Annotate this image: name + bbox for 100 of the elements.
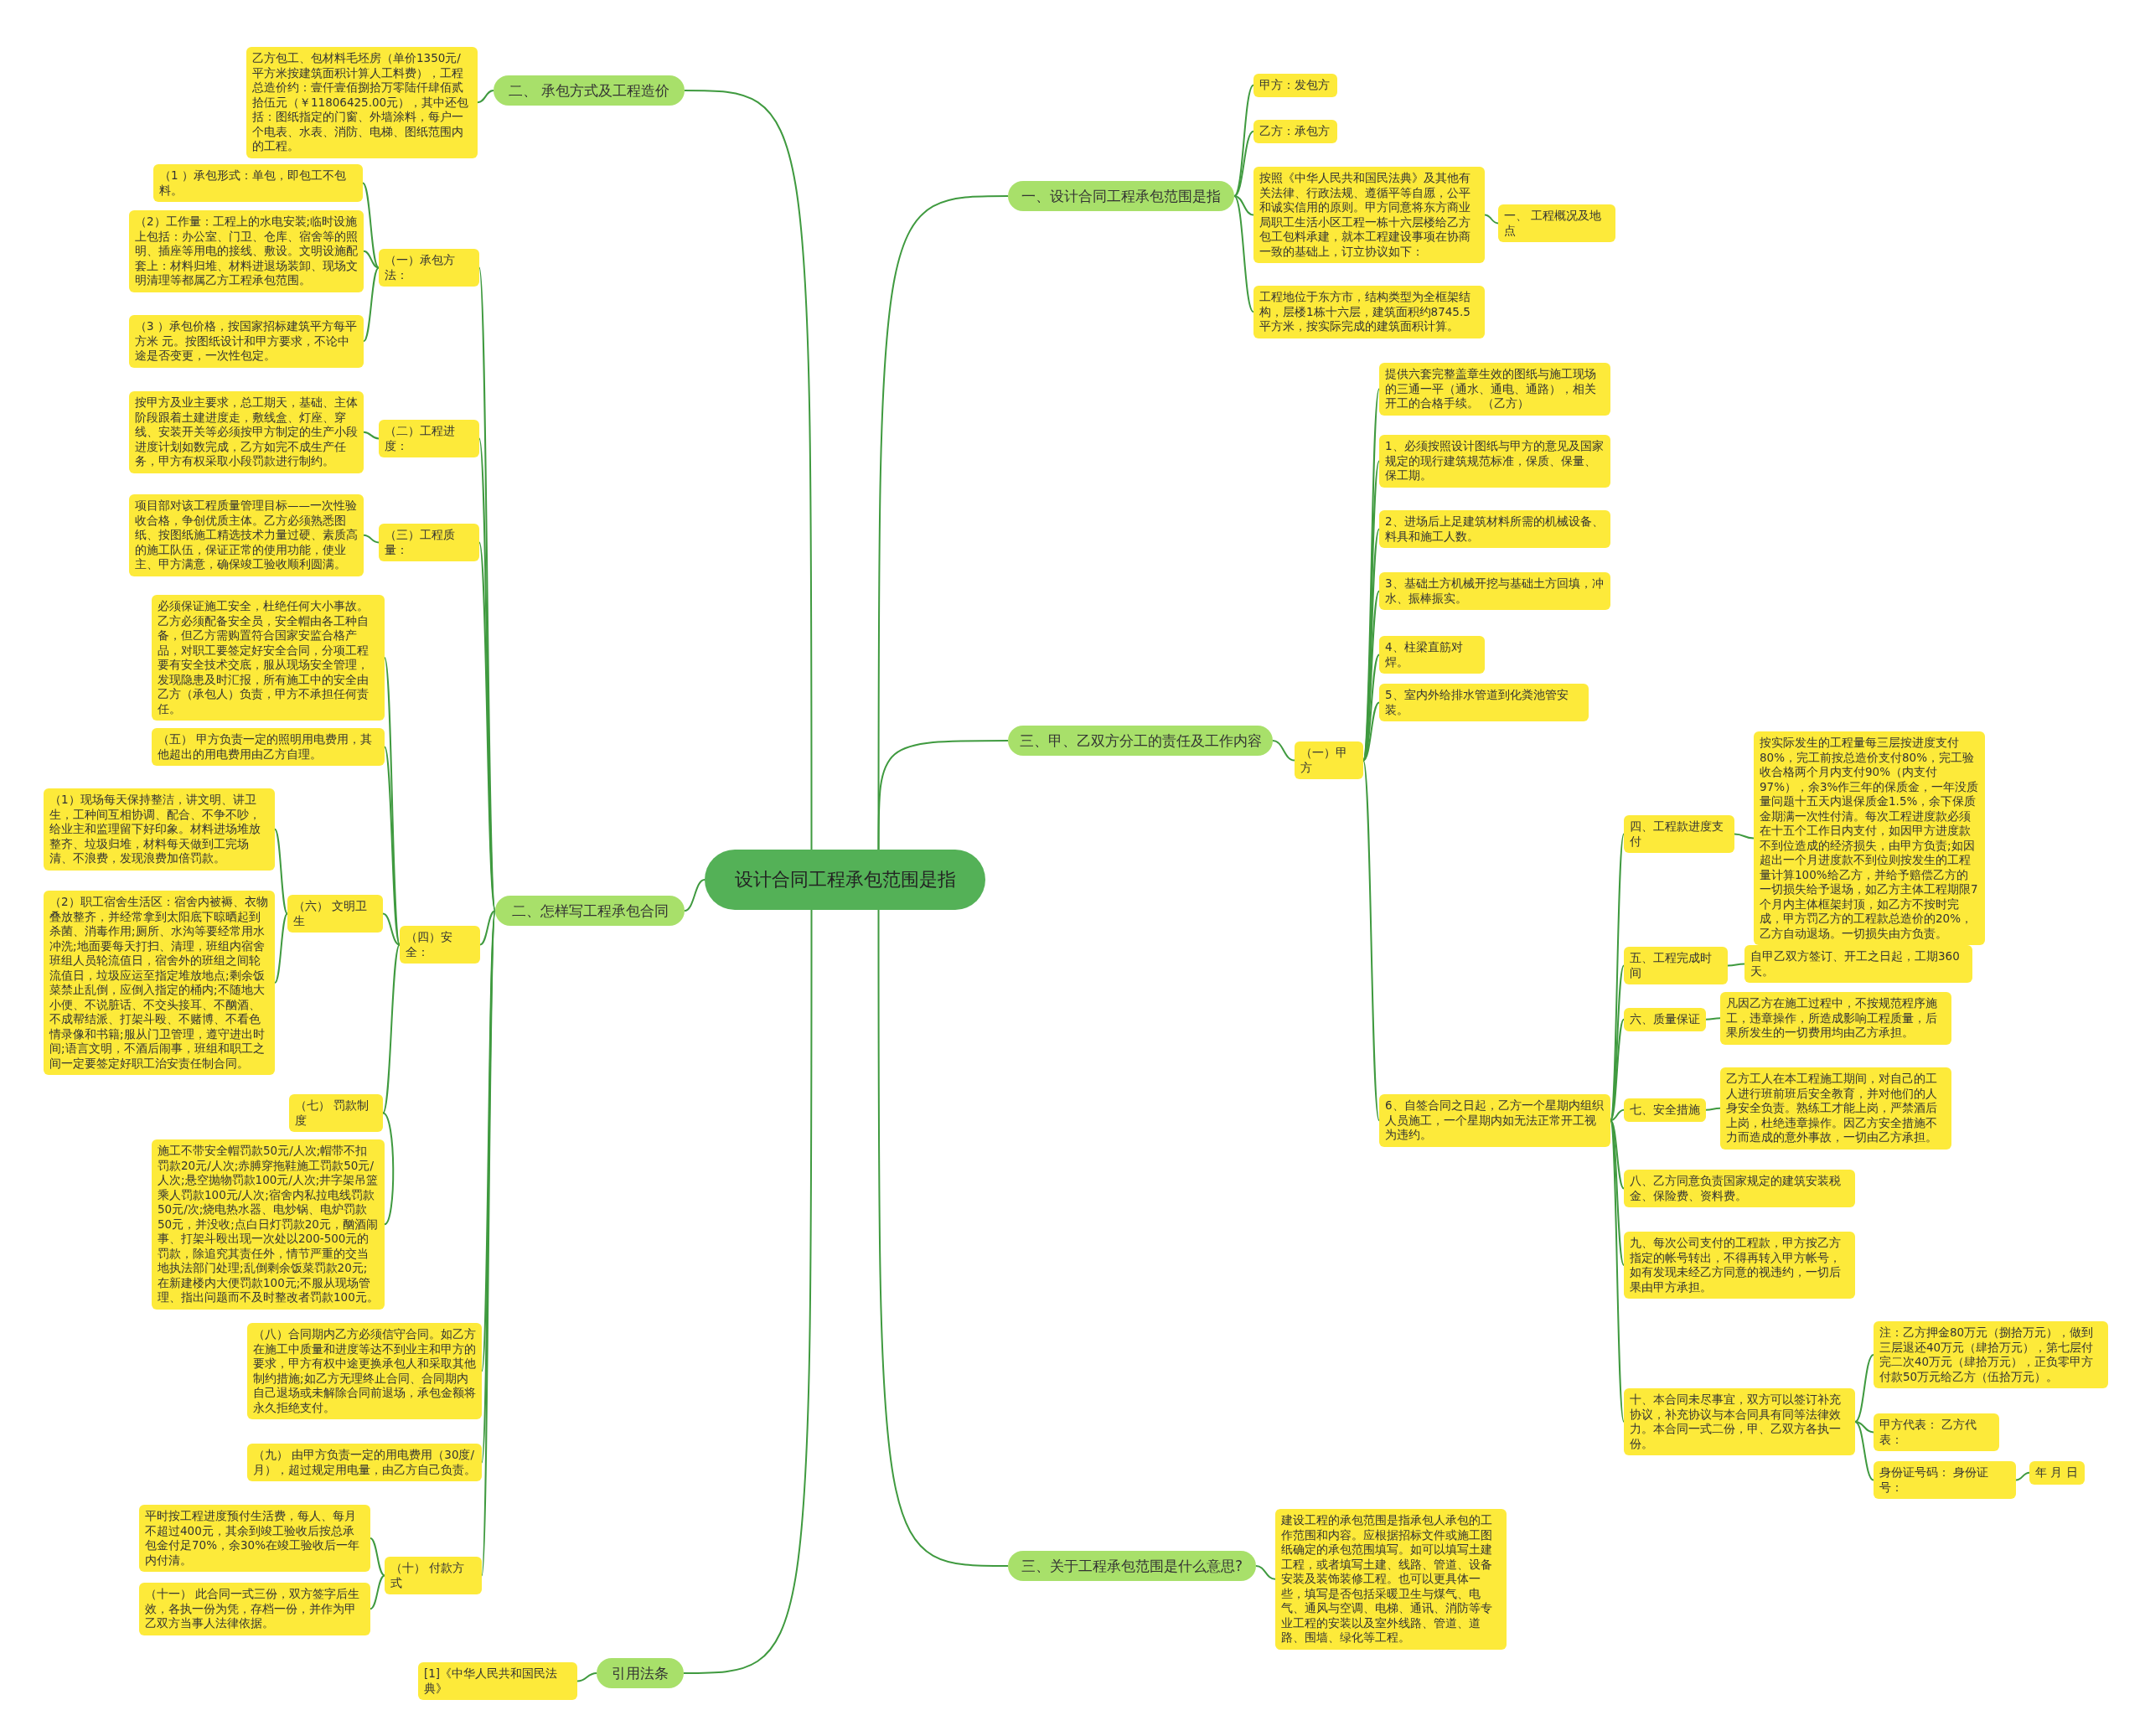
branch-topic: 一、设计合同工程承包范围是指 <box>1008 181 1234 211</box>
note-box: 甲方：发包方 <box>1253 74 1337 97</box>
connector-line <box>478 541 496 912</box>
connector-line <box>384 746 401 946</box>
note-box: 七、安全措施 <box>1624 1098 1706 1122</box>
branch-topic: 三、关于工程承包范围是什么意思? <box>1008 1551 1256 1581</box>
note-box: 按照《中华人民共和国民法典》及其他有关法律、行政法规、遵循平等自愿，公平和诚实信用的原则。甲方同意将东方商业局职工生活小区工程一栋十六层楼给乙方包工包料承建，就本工程建设事项在协商一致的基础上，订立协议如下： <box>1253 167 1485 263</box>
connector-line <box>477 90 494 104</box>
note-box: 项目部对该工程质量管理目标——一次性验收合格，争创优质主体。乙方必须熟悉图纸、按图纸施工精选技术力量过硬、素质高的施工队伍，保证正常的使用功能，使业主、甲方满意，确保竣工验收顺利圆满。 <box>129 494 364 576</box>
connector-line <box>1272 740 1295 762</box>
note-box: 乙方包工、包材料毛坯房（单价1350元/平方米按建筑面积计算人工料费），工程总造价约：壹仟壹佰捌拾万零陆仟肆佰贰拾伍元（￥11806425.00元），其中还包括：图纸指定的门窗、外墙涂料，每户一个电表、水表、消防、电梯、图纸范围内的工程。 <box>246 47 478 158</box>
note-box: [1]《中华人民共和国民法典》 <box>418 1662 577 1700</box>
connector-line <box>382 1112 395 1226</box>
note-box: 四、工程款进度支付 <box>1624 815 1734 853</box>
connector-line <box>877 740 1009 850</box>
note-box: （十一） 此合同一式三份，双方签字后生效，各执一份为凭，存档一份，并作为甲乙双方当事人法律依据。 <box>139 1583 370 1635</box>
note-box: （六） 文明卫生 <box>287 895 383 933</box>
connector-line <box>363 431 380 440</box>
note-box: 平时按工程进度预付生活费，每人、每月不超过400元，其余到竣工验收后按总承包金付足70%，余30%在竣工验收后一年内付清。 <box>139 1505 370 1572</box>
connector-line <box>1854 1421 1874 1434</box>
connector-line <box>382 912 401 946</box>
connector-line <box>1854 1354 1874 1423</box>
note-box: 注：乙方押金80万元（捌拾万元），做到三层退还40万元（肆拾万元），第七层付完二次40万元（肆拾万元），正负零甲方付款50万元给乙方（伍拾万元）。 <box>1874 1321 2108 1388</box>
note-box: 2、进场后上足建筑材料所需的机械设备、料具和施工人数。 <box>1379 510 1610 548</box>
note-box: 凡因乙方在施工过程中，不按规范程序施工，违章操作，所造成影响工程质量，后果所发生的一切费用均由乙方承担。 <box>1720 992 1951 1045</box>
connector-line <box>1233 195 1254 313</box>
connector-line <box>1610 1119 1625 1266</box>
note-box: 年 月 日 <box>2029 1461 2085 1485</box>
note-box: 5、室内外给排水管道到化粪池管安装。 <box>1379 684 1589 721</box>
note-box: （五） 甲方负责一定的照明用电费用，其他超出的用电费用由乙方自理。 <box>152 728 385 766</box>
note-box: 6、自签合同之日起，乙方一个星期内组织人员施工，一个星期内如无法正常开工视为违约。 <box>1379 1094 1610 1147</box>
connector-line <box>1484 214 1499 225</box>
note-box: 提供六套完整盖章生效的图纸与施工现场的三通一平（通水、通电、通路），相关开工的合格手续。 （乙方） <box>1379 363 1610 416</box>
connector-line <box>1610 1119 1625 1190</box>
note-box: 乙方工人在本工程施工期间，对自己的工人进行班前班后安全教育，并对他们的人身安全负责。熟练工才能上岗，严禁酒后上岗，杜绝违章操作。因乙方安全措施不力而造成的意外事故，一切由乙方承担。 <box>1720 1067 1951 1150</box>
note-box: 1、必须按照设计图纸与甲方的意见及国家规定的现行建筑规范标准，保质、保量、保工期。 <box>1379 435 1610 488</box>
connector-line <box>1610 1108 1625 1122</box>
note-box: 身份证号码： 身份证号： <box>1874 1461 2016 1499</box>
connector-line <box>1610 1018 1625 1122</box>
connector-line <box>370 1574 385 1610</box>
note-box: （一）甲方 <box>1295 741 1363 779</box>
branch-topic: 二、 承包方式及工程造价 <box>494 75 685 106</box>
note-box: 自甲乙双方签订、开工之日起，工期360天。 <box>1744 945 1972 983</box>
note-box: 甲方代表： 乙方代表： <box>1874 1413 1999 1451</box>
note-box: 施工不带安全帽罚款50元/人次;帽带不扣罚款20元/人次;赤膊穿拖鞋施工罚款50元/人次;悬空抛物罚款100元/人次;井字架吊篮乘人罚款100元/人次;宿舍内私拉电线罚款50元/次;烧电热水器、电炒锅、电炉罚款50元，并没收;点白日灯罚款20元，酗酒闹事、打架斗殴出现一次处以200-500元的罚款，除追究其责任外，情节严重的交当地执法部门处理;乱倒剩余饭菜罚款20元;在新建楼内大便罚款100元;不服从现场管理、指出问题而不及时整改者罚款100元。 <box>152 1139 385 1310</box>
connector-line <box>1255 1565 1276 1580</box>
branch-topic: 二、怎样写工程承包合同 <box>495 896 685 926</box>
note-box: （十） 付款方式 <box>385 1557 482 1594</box>
note-box: 按实际发生的工程量每三层按进度支付80%，完工前按总造价支付80%，完工验收合格两个月内支付90%（内支付97%），余3%作三年的保质金，一年没质量问题十五天内退保质金1.5%，余下保质金期满一次性付清。每次工程进度款必须在十五个工作日内支付，如因甲方进度款不到位造成的经济损失，由甲方负责;如因超出一个月进度款不到位则按发生的工程量计算100%给乙方，并给予赔偿乙方的一切损失给予退场，如乙方主体工程期限7个月内主体框架封顶，如乙方不按时完成，甲方罚乙方的工程款总造价的20%，乙方自动退场。一切损失由方负责。 <box>1754 731 1985 945</box>
note-box: 按甲方及业主要求，总工期天，基础、主体阶段跟着土建进度走，敷线盒、灯座、穿线、安装开关等必须按甲方制定的生产小段进度计划如数完成，乙方如完不成生产任务，甲方有权采取小段罚款进行制约。 <box>129 391 364 473</box>
connector-line <box>1727 963 1745 967</box>
note-box: （八）合同期内乙方必须信守合同。如乙方在施工中质量和进度等达不到业主和甲方的要求，甲方有权中途更换承包人和采取其他制约措施;如乙方无理终止合同、合同期内自己退场或未解除合同前退场，承包金额将永久拒绝支付。 <box>247 1323 482 1419</box>
connector-line <box>1233 195 1254 216</box>
note-box: （2）职工宿舍生活区：宿舍内被褥、衣物叠放整齐，并经常拿到太阳底下晾晒起到杀菌、消毒作用;厕所、水沟等要经常用水冲洗;地面要每天打扫、清理，班组内宿舍班组人员轮流值日，宿舍外的班组之间轮流值日，垃圾应运至指定堆放地点;剩余饭菜禁止乱倒，应倒入指定的桶内;不随地大小便、不说脏话、不交头接耳、不酗酒、不成帮结派、打架斗殴、不赌博、不看色情录像和书籍;服从门卫管理，遵守进出时间;语言文明，不酒后闹事，班组和职工之间一定要签定好职工治安责任制合同。 <box>44 891 275 1075</box>
connector-line <box>877 195 1009 850</box>
connector-line <box>362 182 380 269</box>
branch-topic: 三、甲、乙双方分工的责任及工作内容 <box>1008 726 1273 756</box>
connector-line <box>363 534 380 544</box>
central-topic: 设计合同工程承包范围是指 <box>705 850 985 910</box>
connector-line <box>1705 1107 1721 1111</box>
note-box: （一）承包方法： <box>379 249 479 287</box>
note-box: 九、每次公司支付的工程款，甲方按乙方指定的帐号转出，不得再转入甲方帐号，如有发现未经乙方同意的视违约，一切后果由甲方承担。 <box>1624 1232 1855 1299</box>
connector-line <box>684 879 706 912</box>
note-box: 五、工程完成时间 <box>1624 947 1728 984</box>
connector-line <box>274 828 288 915</box>
note-box: （三）工程质量： <box>379 524 479 561</box>
note-box: 工程地位于东方市，结构类型为全框架结构，层楼1栋十六层，建筑面积约8745.5平方米，按实际完成的建筑面积计算。 <box>1253 286 1485 338</box>
note-box: 4、柱梁直筋对焊。 <box>1379 636 1485 674</box>
note-box: 一、 工程概况及地点 <box>1498 204 1615 242</box>
note-box: 建设工程的承包范围是指承包人承包的工作范围和内容。应根据招标文件或施工图纸确定的承包范围填写。如可以填写土建工程，或者填写土建、线路、管道、设备安装及装饰装修工程。也可以更具体一些，填写是否包括采暖卫生与煤气、电气、通风与空调、电梯、通讯、消防等专业工程的安装以及室外线路、管道、道路、围墙、绿化等工程。 <box>1275 1509 1507 1650</box>
note-box: 乙方：承包方 <box>1253 120 1337 143</box>
connector-line <box>363 250 380 269</box>
connector-line <box>683 909 813 1674</box>
connector-line <box>363 266 380 343</box>
note-box: （九） 由甲方负责一定的用电费用（30度/月），超过规定用电量，由乙方自己负责。 <box>247 1444 482 1481</box>
connector-line <box>481 910 496 1577</box>
note-box: 十、本合同未尽事宜，双方可以签订补充协议，补充协议与本合同具有同等法律效力。本合同一式二份，甲、乙双方各执一份。 <box>1624 1388 1855 1455</box>
connector-line <box>1362 701 1380 762</box>
connector-line <box>478 266 496 912</box>
connector-line <box>481 910 496 1372</box>
note-box: （二）工程进度： <box>379 420 479 457</box>
connector-line <box>684 90 813 850</box>
connector-line <box>576 1672 597 1682</box>
connector-line <box>1705 1017 1721 1020</box>
note-box: 八、乙方同意负责国家规定的建筑安装税金、保险费、资料费。 <box>1624 1170 1855 1207</box>
note-box: （1）现场每天保持整洁，讲文明、讲卫生，工种间互相协调、配合、不争不吵，给业主和监理留下好印象。材料进场堆放整齐、垃圾归堆，材料每天做到工完场清、不浪费，发现浪费加倍罚款。 <box>44 788 275 871</box>
connector-line <box>877 909 1009 1567</box>
connector-line <box>479 910 496 946</box>
connector-line <box>1734 833 1755 840</box>
note-box: （七） 罚款制度 <box>289 1094 383 1132</box>
connector-line <box>382 943 401 1114</box>
connector-line <box>274 912 288 984</box>
note-box: 3、基础土方机械开挖与基础土方回填，冲水、振棒振实。 <box>1379 572 1610 610</box>
connector-line <box>2015 1471 2030 1481</box>
note-box: （1 ）承包形式：单包，即包工不包料。 <box>153 164 363 202</box>
connector-line <box>1854 1421 1874 1481</box>
note-box: 六、质量保证 <box>1624 1008 1706 1031</box>
note-box: （3 ）承包价格，按国家招标建筑平方每平方米 元。按图纸设计和甲方要求，不论中途是否变更，一次性包定。 <box>129 315 364 368</box>
note-box: 必须保证施工安全，杜绝任何大小事故。乙方必须配备安全员，安全帽由各工种自备，但乙方需购置符合国家安监合格产品，对职工要签定好安全合同，分项工程要有安全技术交底，服从现场安全管理，发现隐患及时汇报，所有施工中的安全由乙方（承包人）负责，甲方不承担任何责任。 <box>152 595 385 721</box>
connector-line <box>370 1537 385 1577</box>
